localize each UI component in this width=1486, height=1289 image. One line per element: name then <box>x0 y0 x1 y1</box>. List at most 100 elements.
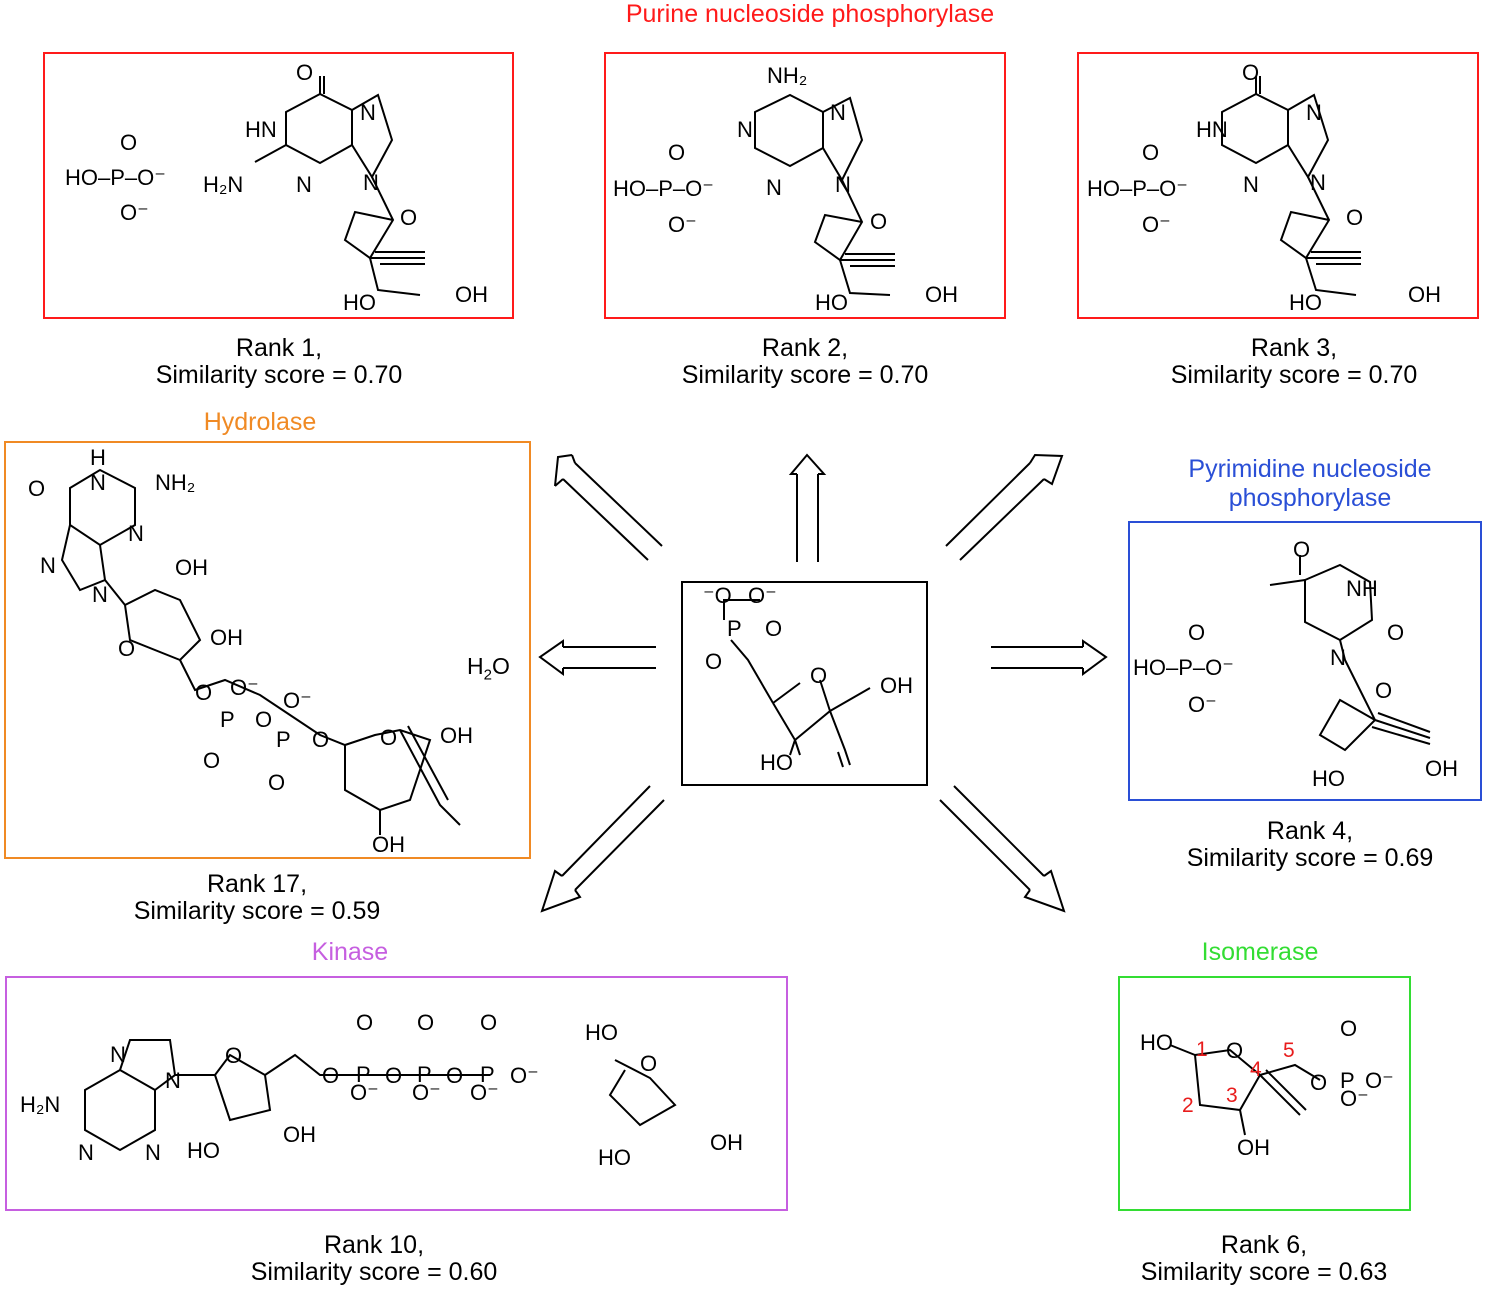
rank6-similarity: Similarity score = 0.63 <box>1140 1258 1388 1286</box>
kinase-atom-ringO-sugar: O <box>640 1051 657 1076</box>
rank2-atom-N7: N <box>830 100 846 125</box>
rank4-label: Rank 4, <box>1266 817 1354 845</box>
kinase-atom-P3: P <box>480 1062 495 1087</box>
rank2-phosphate-O: O <box>668 140 685 165</box>
kinase-atom-O-minus-P2: O⁻ <box>412 1080 441 1105</box>
hydrolase-enzyme-title: Hydrolase <box>203 408 317 436</box>
kinase-structure-frame <box>5 976 788 1211</box>
rank3-molecule <box>1221 76 1361 296</box>
hydrolase-atom-N7: N <box>40 553 56 578</box>
rank1-similarity: Similarity score = 0.70 <box>155 361 403 389</box>
rank3-similarity: Similarity score = 0.70 <box>1170 361 1418 389</box>
arrow-up-right <box>945 453 1064 561</box>
kinase-atom-O-P3: O <box>480 1010 497 1035</box>
hydrolase-atom-O-bridge3: O <box>312 727 329 752</box>
kinase-atom-O2: O <box>385 1063 402 1088</box>
rank3-phosphate-O-minus: O⁻ <box>1142 212 1171 237</box>
pyrimidine-enzyme-title: Pyrimidine nucleoside phosphorylase <box>1120 455 1486 513</box>
pyrimidine-title-line2: phosphorylase <box>1228 484 1392 512</box>
isomerase-number-5: 5 <box>1283 1039 1295 1062</box>
arrow-up <box>788 453 827 562</box>
hydrolase-atom-ringO: O <box>118 636 135 661</box>
kinase-atom-O-minus-P1: O⁻ <box>350 1080 379 1105</box>
rank1-caption: Rank 1, Similarity score = 0.70 <box>129 335 429 389</box>
hydrolase-molecule <box>60 468 461 835</box>
rank4-phosphate-O: O <box>1188 620 1205 645</box>
arrow-up-left <box>554 454 663 561</box>
rank2-similarity: Similarity score = 0.70 <box>681 361 929 389</box>
rank3-atom-N7: N <box>1306 100 1322 125</box>
rank4-atom-O4: O <box>1293 537 1310 562</box>
query-structure-frame <box>681 581 928 786</box>
rank6-caption: Rank 6, Similarity score = 0.63 <box>1114 1232 1414 1286</box>
rank6-label: Rank 6, <box>1220 1231 1308 1259</box>
rank4-phosphate-text: HO–P–O⁻ <box>1133 655 1234 680</box>
arrow-left <box>538 639 656 676</box>
rank2-atom-NH2: NH₂ <box>767 63 807 88</box>
hydrolase-atom-O-P2: O <box>268 770 285 795</box>
isomerase-atom-O-minus: O⁻ <box>1365 1068 1394 1093</box>
rank4-caption: Rank 4, Similarity score = 0.69 <box>1160 818 1460 872</box>
rank1-atom-OH: OH <box>455 282 488 307</box>
rank17-similarity: Similarity score = 0.59 <box>133 897 381 925</box>
hydrolase-atom-O6: O <box>28 476 45 501</box>
isomerase-atom-HO: HO <box>1140 1030 1173 1055</box>
rank4-atom-ringO: O <box>1375 678 1392 703</box>
rank17-label: Rank 17, <box>206 870 308 898</box>
rank1-structure-frame <box>43 52 514 319</box>
query-atom-O-minus-b: O⁻ <box>748 583 777 608</box>
kinase-atom-OH-sugar: OH <box>710 1130 743 1155</box>
rank1-atom-ringO: O <box>400 205 417 230</box>
kinase-atom-OH: OH <box>283 1122 316 1147</box>
rank1-phosphate-text: HO–P–O⁻ <box>65 165 166 190</box>
rank4-atom-NH: NH <box>1346 576 1378 601</box>
kinase-atom-N1: N <box>78 1140 94 1165</box>
hydrolase-atom-P1: P <box>220 707 235 732</box>
hydrolase-atom-OH-top: OH <box>175 555 208 580</box>
kinase-atom-O-minus-P3: O⁻ <box>470 1080 499 1105</box>
rank3-phosphate-text: HO–P–O⁻ <box>1087 176 1188 201</box>
kinase-atom-HO-top: HO <box>585 1020 618 1045</box>
isomerase-atom-ringO: O <box>1226 1038 1243 1063</box>
query-atom-P: P <box>727 616 742 641</box>
rank10-label: Rank 10, <box>323 1231 425 1259</box>
rank3-atom-OH: OH <box>1408 282 1441 307</box>
rank3-phosphate-O: O <box>1142 140 1159 165</box>
arrow-down-left <box>540 785 665 913</box>
rank4-similarity: Similarity score = 0.69 <box>1186 844 1434 872</box>
rank3-atom-HN: HN <box>1196 117 1228 142</box>
rank1-phosphate-O: O <box>120 130 137 155</box>
kinase-atom-O-P2: O <box>417 1010 434 1035</box>
rank1-atom-HN: HN <box>245 117 277 142</box>
hydrolase-atom-OH-3: OH <box>440 723 473 748</box>
query-atom-O-bridge: O <box>765 616 782 641</box>
isomerase-number-1: 1 <box>1196 1038 1208 1061</box>
kinase-atom-O3: O <box>446 1063 463 1088</box>
rank2-structure-frame <box>604 52 1006 319</box>
rank3-label: Rank 3, <box>1250 334 1338 362</box>
rank10-similarity: Similarity score = 0.60 <box>250 1258 498 1286</box>
kinase-atom-ringO: O <box>225 1043 242 1068</box>
hydrolase-atom-OH-4: OH <box>372 832 405 857</box>
rank1-phosphate-O-minus: O⁻ <box>120 200 149 225</box>
water-label: H2O <box>467 653 510 684</box>
rank1-atom-N7: N <box>360 100 376 125</box>
rank3-atom-ringO: O <box>1346 205 1363 230</box>
kinase-atom-N-top: N <box>110 1042 126 1067</box>
isomerase-atom-O: O <box>1310 1070 1327 1095</box>
kinase-atom-O1: O <box>322 1063 339 1088</box>
hydrolase-atom-N9: N <box>92 582 108 607</box>
isomerase-atom-P: P <box>1340 1068 1355 1093</box>
hydrolase-atom-N1: N <box>90 470 106 495</box>
rank2-caption: Rank 2, Similarity score = 0.70 <box>655 335 955 389</box>
query-atom-O-minus-a: ⁻O <box>703 583 732 608</box>
kinase-atom-HO-bottom: HO <box>598 1145 631 1170</box>
hydrolase-atom-NH2: NH₂ <box>155 470 195 495</box>
rank1-atom-H2N: H₂N <box>203 172 243 197</box>
rank2-label: Rank 2, <box>761 334 849 362</box>
hydrolase-atom-O-minus1: O⁻ <box>230 675 259 700</box>
rank2-phosphate-text: HO–P–O⁻ <box>613 176 714 201</box>
rank2-atom-N1: N <box>737 117 753 142</box>
kinase-atom-N9: N <box>165 1068 181 1093</box>
hydrolase-atom-O-bridge2: O <box>255 707 272 732</box>
